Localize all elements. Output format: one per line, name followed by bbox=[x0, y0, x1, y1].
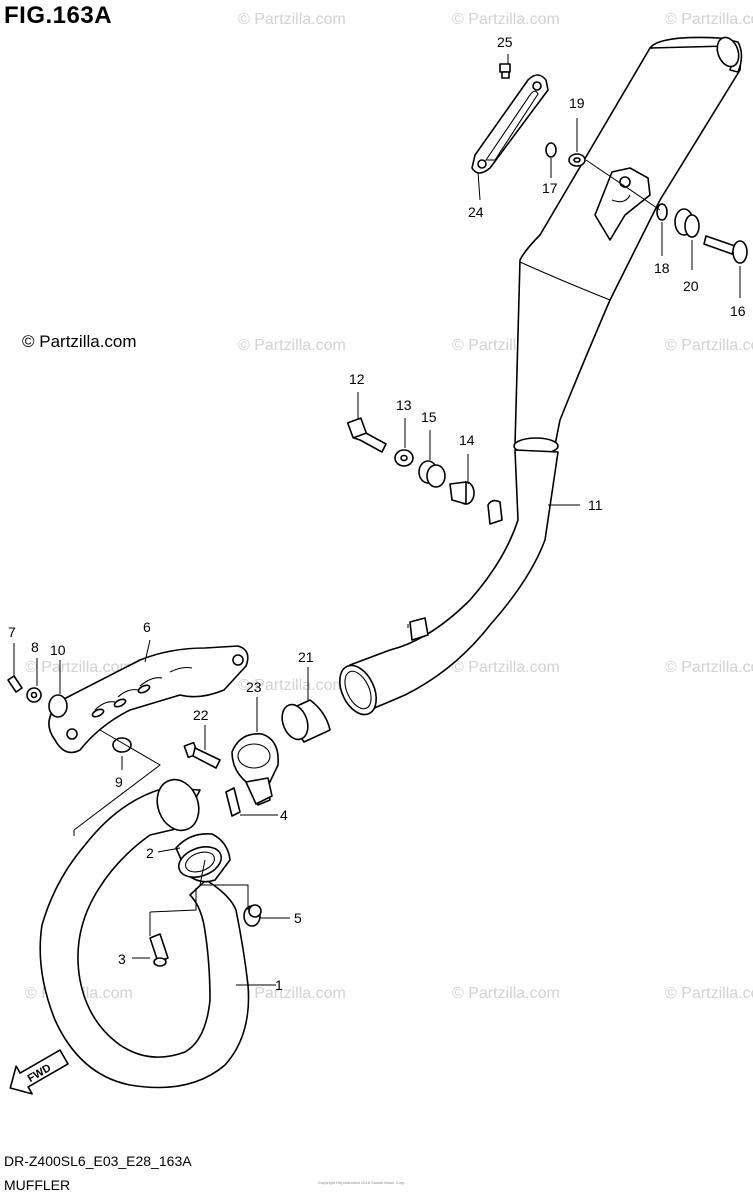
callout-14: 14 bbox=[459, 432, 475, 448]
callout-12: 12 bbox=[349, 371, 365, 387]
callout-5: 5 bbox=[294, 910, 302, 926]
callout-23: 23 bbox=[246, 679, 262, 695]
callout-9: 9 bbox=[115, 774, 123, 790]
callout-13: 13 bbox=[396, 397, 412, 413]
fwd-arrow-icon: FWD bbox=[9, 1049, 69, 1095]
callout-10: 10 bbox=[50, 642, 66, 658]
callout-6: 6 bbox=[143, 619, 151, 635]
watermark: © Partzilla.com bbox=[452, 11, 560, 28]
exhaust-pipe-1 bbox=[39, 778, 250, 1089]
callout-25: 25 bbox=[497, 34, 513, 50]
callout-11: 11 bbox=[588, 497, 603, 513]
fine-print: Copyright Reproduction 2016 Suzuki Motor… bbox=[318, 1180, 405, 1185]
bolt-25 bbox=[499, 63, 511, 79]
callout-21: 21 bbox=[298, 649, 314, 665]
heat-shield-6 bbox=[48, 645, 249, 754]
bolt-3 bbox=[149, 933, 169, 963]
callout-8: 8 bbox=[31, 639, 39, 655]
section-name: MUFFLER bbox=[4, 1177, 71, 1193]
watermark: © Partzilla.com bbox=[665, 659, 753, 676]
muffler-assembly bbox=[339, 36, 743, 716]
callout-17: 17 bbox=[542, 180, 558, 196]
model-code: DR-Z400SL6_E03_E28_163A bbox=[4, 1153, 192, 1169]
callout-1: 1 bbox=[275, 977, 283, 993]
callout-7: 7 bbox=[8, 624, 16, 640]
callout-20: 20 bbox=[683, 278, 699, 294]
muffler-strap bbox=[471, 63, 549, 174]
callout-2: 2 bbox=[146, 845, 154, 861]
callout-16: 16 bbox=[730, 303, 746, 319]
watermark: © Partzilla.com bbox=[238, 337, 346, 354]
watermark: © Partzilla.com bbox=[452, 659, 560, 676]
shield-hardware bbox=[7, 675, 132, 753]
callout-15: 15 bbox=[421, 409, 437, 425]
callout-labels: 1 2 3 4 5 6 7 8 9 10 11 12 13 14 15 16 1… bbox=[8, 34, 746, 993]
bolt-22 bbox=[183, 741, 221, 769]
watermark: © Partzilla.com bbox=[665, 11, 753, 28]
watermark: © Partzilla.com bbox=[452, 985, 560, 1002]
watermark: © Partzilla.com bbox=[238, 985, 346, 1002]
copyright-notice: © Partzilla.com bbox=[22, 332, 137, 351]
clamp-23 bbox=[183, 733, 279, 806]
callout-4: 4 bbox=[280, 807, 288, 823]
fwd-label: FWD bbox=[26, 1062, 54, 1085]
callout-18: 18 bbox=[654, 260, 670, 276]
callout-19: 19 bbox=[569, 95, 585, 111]
watermark: © Partzilla.com bbox=[665, 337, 753, 354]
stud-4 bbox=[225, 787, 241, 817]
mount-hardware-rear bbox=[545, 142, 748, 264]
watermark: © Partzilla.com bbox=[238, 11, 346, 28]
watermark: © Partzilla.com bbox=[665, 985, 753, 1002]
leader-lines bbox=[13, 54, 741, 986]
callout-3: 3 bbox=[118, 951, 126, 967]
figure-title: FIG.163A bbox=[4, 2, 113, 29]
callout-24: 24 bbox=[468, 204, 484, 220]
pipe-hardware bbox=[149, 904, 262, 967]
watermark: © Partzilla.com bbox=[25, 659, 133, 676]
gasket-21 bbox=[281, 699, 331, 743]
callout-22: 22 bbox=[193, 707, 209, 723]
mount-hardware-mid bbox=[346, 417, 475, 505]
watermark: © Partzilla.com bbox=[238, 677, 346, 694]
